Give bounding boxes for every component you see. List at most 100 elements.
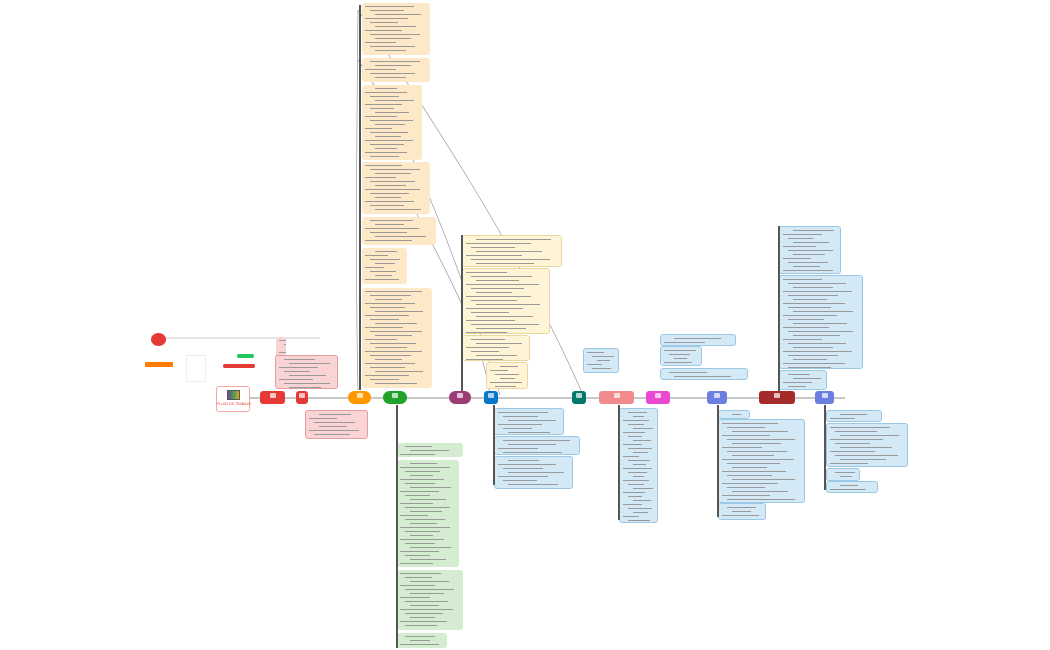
panel: [718, 410, 750, 419]
text-line: [508, 432, 551, 433]
text-line: [840, 485, 858, 486]
text-line: [508, 460, 539, 461]
text-line: [289, 363, 331, 364]
text-line: [628, 424, 645, 425]
text-line: [370, 307, 405, 308]
stage-node[interactable]: [348, 391, 371, 404]
text-line: [788, 295, 839, 296]
text-line: [375, 371, 423, 372]
text-line: [840, 447, 892, 448]
text-line: [410, 450, 450, 451]
text-line: [365, 375, 410, 376]
text-line: [783, 351, 853, 352]
panel: [397, 633, 447, 648]
text-line: [623, 444, 643, 445]
panel: [660, 346, 702, 366]
text-line: [375, 275, 392, 276]
gear-icon: [655, 393, 661, 398]
text-line: [319, 414, 352, 415]
text-line: [783, 315, 837, 316]
text-line: [498, 464, 556, 465]
stage-node[interactable]: [383, 391, 407, 404]
text-line: [375, 299, 402, 300]
text-line: [400, 527, 450, 528]
text-line: [400, 597, 430, 598]
stage-node[interactable]: [646, 391, 670, 404]
text-line: [370, 73, 415, 74]
text-line: [410, 499, 446, 500]
text-line: [375, 173, 411, 174]
text-line: [727, 463, 780, 464]
text-line: [400, 644, 439, 645]
text-line: [788, 283, 846, 284]
text-line: [674, 358, 687, 359]
text-line: [471, 351, 499, 352]
text-line: [400, 609, 454, 610]
red-badge: [223, 364, 255, 368]
branch-spine: [396, 405, 398, 648]
text-line: [365, 42, 396, 43]
text-line: [375, 124, 406, 125]
root-node[interactable]: [151, 333, 166, 346]
text-line: [835, 472, 855, 473]
stage-node[interactable]: [484, 391, 498, 404]
text-line: [471, 276, 532, 277]
text-line: [500, 378, 515, 379]
text-line: [405, 471, 440, 472]
text-line: [727, 507, 756, 508]
text-line: [375, 383, 418, 384]
text-line: [365, 104, 403, 105]
text-line: [727, 475, 772, 476]
text-line: [375, 347, 407, 348]
panel: [397, 570, 463, 630]
text-line: [793, 242, 829, 243]
text-line: [314, 422, 355, 423]
text-line: [783, 382, 812, 383]
text-line: [375, 311, 423, 312]
text-line: [633, 512, 649, 513]
stage-node[interactable]: [599, 391, 634, 404]
text-line: [732, 431, 788, 432]
stage-node[interactable]: [759, 391, 795, 404]
text-line: [727, 439, 795, 440]
text-line: [503, 416, 538, 417]
text-line: [840, 414, 868, 415]
text-line: [471, 339, 505, 340]
text-line: [722, 483, 778, 484]
text-line: [722, 515, 759, 516]
text-line: [466, 284, 539, 285]
stage-node[interactable]: [572, 391, 586, 404]
branch-spine: [618, 405, 620, 520]
text-line: [727, 499, 795, 500]
text-line: [732, 443, 781, 444]
text-line: [375, 224, 404, 225]
panel: [362, 288, 432, 388]
panel: [275, 355, 338, 389]
text-line: [503, 452, 563, 453]
text-line: [633, 452, 649, 453]
text-line: [410, 475, 433, 476]
text-line: [788, 331, 853, 332]
stage-node[interactable]: [707, 391, 727, 404]
text-line: [498, 476, 549, 477]
text-line: [375, 148, 397, 149]
text-line: [365, 140, 413, 141]
stage-node[interactable]: [815, 391, 834, 404]
stage-node[interactable]: [449, 391, 471, 404]
workflow-card[interactable]: FLUJO DE TRABAJO: [216, 386, 251, 412]
text-line: [365, 351, 422, 352]
text-line: [375, 65, 411, 66]
panel: [362, 3, 430, 55]
text-line: [370, 259, 400, 260]
monitor-icon: [488, 393, 494, 398]
text-line: [365, 92, 408, 93]
panel: [494, 436, 580, 455]
text-line: [783, 270, 833, 271]
text-line: [788, 386, 806, 387]
text-line: [370, 61, 421, 62]
text-line: [279, 379, 313, 380]
text-line: [370, 379, 399, 380]
stage-node[interactable]: [260, 391, 285, 404]
text-line: [365, 228, 419, 229]
stage-node[interactable]: [296, 391, 308, 404]
